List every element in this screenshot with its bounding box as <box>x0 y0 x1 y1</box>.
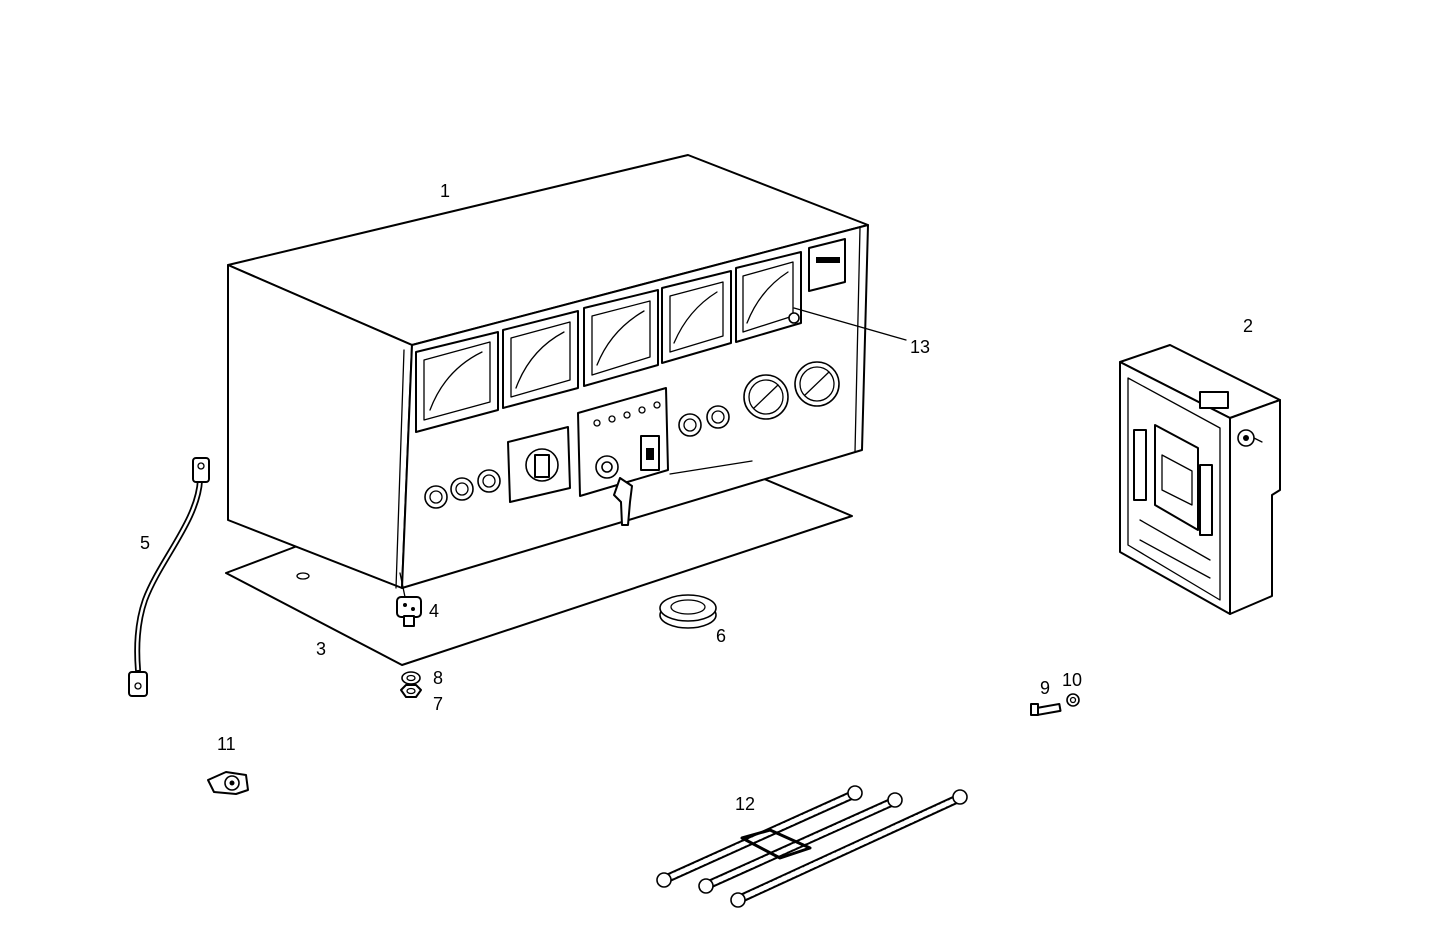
callout-6: 6 <box>716 626 727 646</box>
push-button <box>706 405 730 429</box>
meter-gauge <box>735 251 802 343</box>
hour-counter <box>808 238 846 292</box>
push-button <box>477 469 501 493</box>
key-switch-panel <box>577 387 669 526</box>
screw <box>1030 702 1062 717</box>
washer <box>401 671 421 685</box>
callout-1: 1 <box>440 181 451 201</box>
meter-gauge <box>415 331 499 433</box>
callout-3: 3 <box>316 639 327 659</box>
round-gauge <box>743 374 789 420</box>
push-button <box>678 413 702 437</box>
small-washer <box>1066 693 1080 707</box>
callout-11: 11 <box>217 734 236 754</box>
selector-switch <box>507 426 571 503</box>
meter-gauge <box>502 310 579 409</box>
push-button <box>424 485 448 509</box>
cable-set <box>656 785 968 908</box>
callout-8: 8 <box>433 668 444 688</box>
callout-2: 2 <box>1243 316 1254 336</box>
meter-gauge <box>661 270 732 364</box>
callout-10: 10 <box>1062 670 1083 690</box>
switch-box <box>1119 344 1281 615</box>
nut <box>400 684 422 698</box>
cable <box>730 789 968 908</box>
base-plate <box>225 477 853 666</box>
control-cabinet <box>227 154 869 589</box>
grommet <box>659 594 717 629</box>
ground-strap <box>128 457 210 697</box>
callout-7: 7 <box>433 694 444 714</box>
callout-9: 9 <box>1040 678 1051 698</box>
callout-12: 12 <box>735 794 756 814</box>
cable-clamp <box>207 771 249 795</box>
callout-5: 5 <box>140 533 151 553</box>
cable <box>656 785 863 888</box>
meter-gauge <box>583 289 659 387</box>
callout-13: 13 <box>910 337 931 357</box>
leader-line-13 <box>793 307 907 341</box>
mounting-foot <box>396 572 422 627</box>
push-button <box>450 477 474 501</box>
callout-4: 4 <box>429 601 440 621</box>
round-gauge <box>794 361 840 407</box>
